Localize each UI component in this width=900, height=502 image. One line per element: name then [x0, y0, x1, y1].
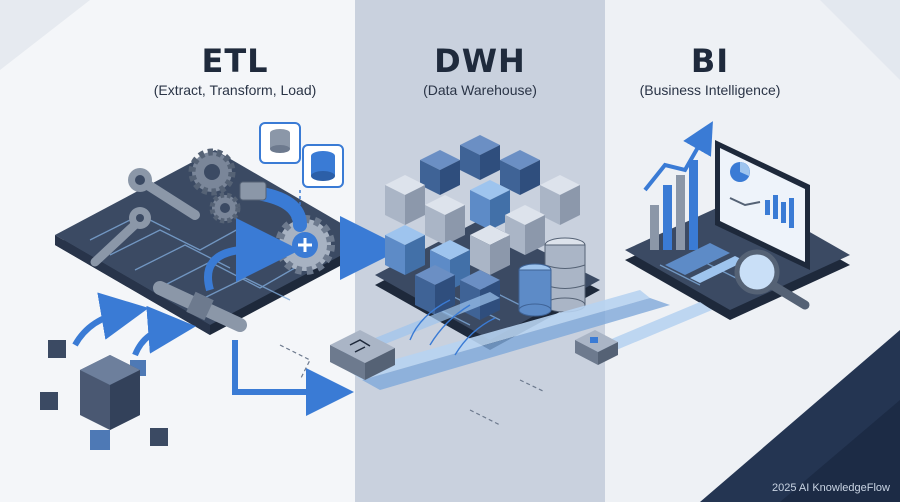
bi-subtitle: (Business Intelligence): [639, 82, 781, 98]
footer-credit: 2025 AI KnowledgeFlow: [771, 482, 890, 494]
cube: [505, 205, 545, 255]
etl-subtitle: (Extract, Transform, Load): [153, 82, 317, 98]
cube: [425, 195, 465, 245]
bi-title: BI: [690, 42, 730, 80]
floor-chart: [665, 243, 745, 283]
cube: [500, 150, 540, 195]
cube: [385, 225, 425, 275]
pie-chart-icon: [730, 162, 750, 182]
database-icon: [259, 122, 301, 164]
dashboard-bars: [765, 195, 794, 228]
cube: [470, 180, 510, 230]
cube: [540, 175, 580, 225]
pipeline-junction-box: [575, 330, 618, 365]
cube: [470, 225, 510, 275]
source-cubes: [40, 340, 168, 450]
database-stack-icon: [518, 237, 586, 317]
trend-arrow: [643, 121, 713, 192]
cube: [385, 175, 425, 225]
bar-chart-icon: [650, 160, 698, 250]
warehouse-cube-stack: [385, 135, 580, 320]
gear-icon: [209, 192, 241, 224]
flow-arrow: [204, 218, 300, 292]
flow-arrow: [132, 305, 196, 357]
pipeline-junction-box: [330, 330, 395, 380]
dashboard-line: [729, 197, 761, 207]
cube: [415, 265, 455, 315]
dwh-subtitle: (Data Warehouse): [423, 82, 537, 98]
etl-title: ETL: [201, 42, 269, 80]
flow-arrow: [72, 292, 149, 347]
corner-shape-top-left: [0, 0, 90, 70]
flow-arrow: [232, 340, 354, 416]
cube: [460, 135, 500, 180]
dwh-title: DWH: [434, 42, 526, 80]
corner-shape-top-right: [820, 0, 900, 80]
dashboard-monitor: [715, 140, 810, 270]
wrench-icon: [90, 207, 151, 267]
cube: [420, 150, 460, 195]
magnifier-icon: [734, 249, 810, 310]
corner-shape-bottom-right-dark: [780, 400, 900, 502]
gear-icon: [188, 148, 236, 196]
wrench-icon: [128, 168, 200, 220]
database-icon: [302, 144, 344, 188]
